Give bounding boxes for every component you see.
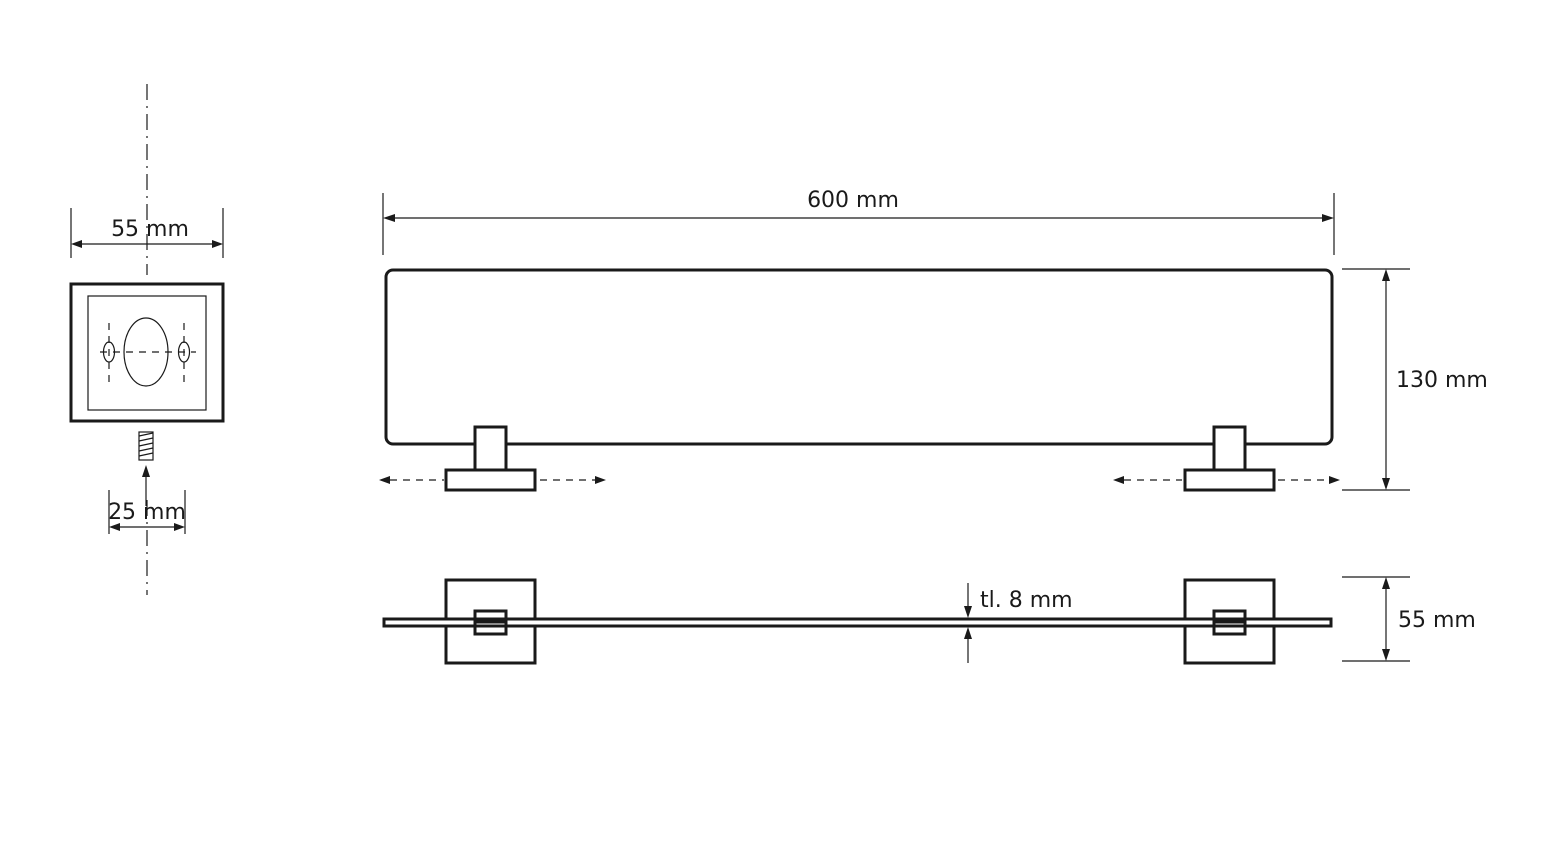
- side-bracket-plate: [69, 282, 225, 423]
- height-dimension: 130 mm: [1342, 268, 1488, 491]
- screw-spacing-label: 25 mm: [108, 500, 186, 525]
- top-view: tl. 8 mm 55 mm: [382, 576, 1476, 665]
- depth-label: 55 mm: [1398, 608, 1476, 633]
- thickness-dimension: tl. 8 mm: [964, 583, 1073, 663]
- right-bracket-adjust-arrows: [1113, 476, 1340, 484]
- depth-dimension: 55 mm: [1342, 576, 1476, 662]
- screw-spacing-dimension: 25 mm: [108, 490, 186, 534]
- front-bracket-right: [1183, 425, 1276, 492]
- height-label: 130 mm: [1396, 368, 1488, 393]
- thickness-label: tl. 8 mm: [980, 588, 1073, 613]
- set-screw-icon: [138, 431, 154, 461]
- front-view: 600 mm: [379, 188, 1488, 492]
- glass-shelf-front: [384, 268, 1334, 446]
- length-label: 600 mm: [807, 188, 899, 213]
- left-bracket-adjust-arrows: [379, 476, 606, 484]
- length-dimension: 600 mm: [382, 188, 1335, 255]
- side-view: 55 mm 25 mm: [69, 84, 225, 595]
- side-width-dimension: 55 mm: [70, 208, 224, 258]
- side-bracket-inner: [87, 295, 207, 411]
- front-bracket-left: [444, 425, 537, 492]
- side-width-label: 55 mm: [111, 217, 189, 242]
- glass-shelf-top: [382, 617, 1333, 628]
